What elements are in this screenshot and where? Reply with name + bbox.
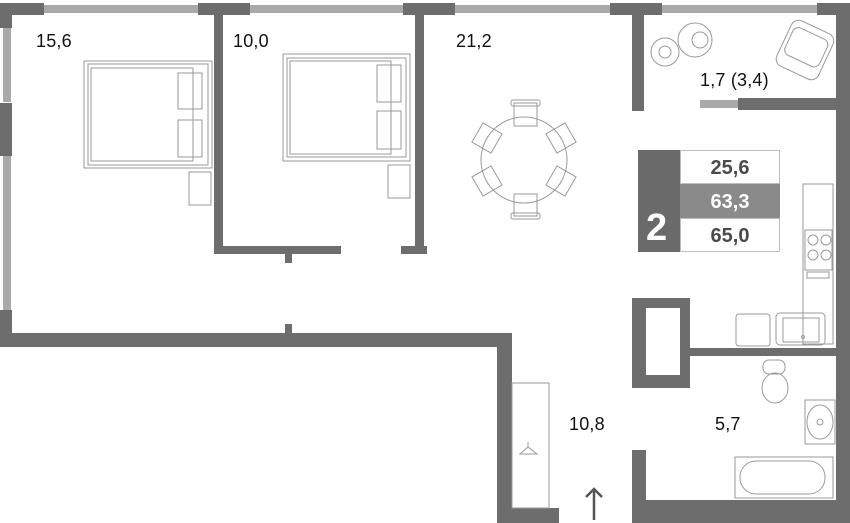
window-left-lower [3, 155, 11, 310]
wall [632, 375, 690, 388]
sink-icon [804, 399, 836, 445]
total-area-value: 63,3 [680, 184, 780, 218]
rooms-count-badge: 2 [638, 150, 680, 252]
room-area-bedroom-2: 10,0 [233, 31, 269, 51]
room-area-living-kitchen: 21,2 [456, 31, 492, 51]
entrance-arrow-icon [585, 487, 603, 520]
wardrobe-icon [511, 382, 550, 509]
window-top-bedroom2 [250, 5, 405, 13]
wall [0, 3, 12, 28]
kitchen-counter-icon [735, 183, 834, 347]
window-top-balcony [662, 5, 817, 13]
dining-table-icon [471, 99, 577, 220]
window-left-upper [3, 27, 11, 102]
wall [690, 348, 840, 356]
room-area-bedroom-1: 15,6 [36, 31, 72, 51]
wall [632, 298, 690, 308]
wall [632, 500, 850, 523]
window-top-living [455, 5, 610, 13]
area-legend: 2 25,6 63,3 65,0 [638, 150, 780, 252]
plant-icon [650, 22, 713, 67]
wall [680, 298, 690, 388]
living-area-value: 25,6 [680, 150, 780, 184]
wall [198, 3, 250, 15]
nightstand-icon [387, 164, 411, 199]
armchair-icon [775, 19, 835, 81]
nightstand-icon [188, 171, 212, 206]
rooms-count: 2 [646, 207, 668, 249]
wall [285, 324, 292, 334]
wall [403, 3, 455, 15]
total-area-with-balcony-value: 65,0 [680, 218, 780, 252]
wall [738, 98, 850, 110]
room-area-balcony: 1,7 (3,4) [700, 70, 769, 90]
wall [632, 3, 644, 111]
wall [497, 508, 559, 523]
wall [0, 103, 12, 156]
wall [214, 3, 223, 253]
wall [497, 333, 512, 523]
bed-icon [83, 60, 213, 169]
wall [836, 3, 850, 523]
wall [0, 333, 512, 347]
wall [285, 254, 292, 263]
window-balcony-inner [700, 100, 738, 108]
wall [632, 298, 646, 388]
wall [214, 246, 341, 254]
window-top-bedroom1 [40, 5, 200, 13]
room-area-hallway: 10,8 [569, 414, 605, 434]
room-area-bathroom: 5,7 [715, 414, 741, 434]
wall [401, 246, 427, 254]
wall [415, 3, 424, 253]
bathtub-icon [734, 456, 834, 499]
toilet-icon [761, 359, 789, 404]
bed-icon [282, 53, 411, 162]
